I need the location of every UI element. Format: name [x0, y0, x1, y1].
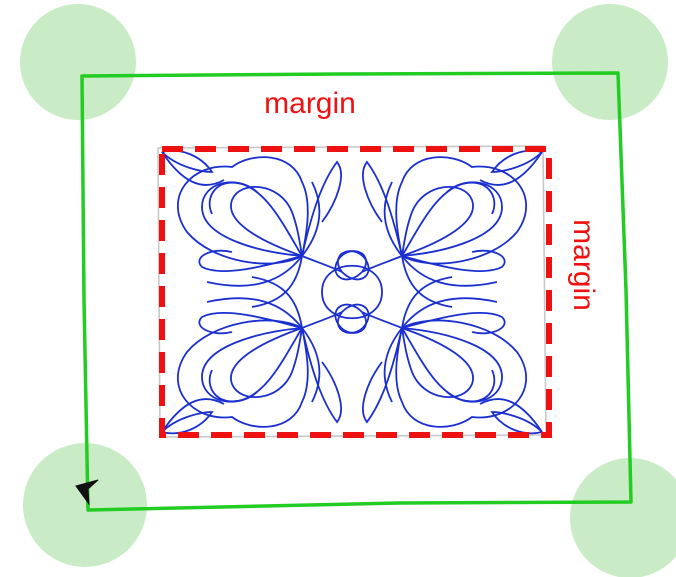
pattern-stroke	[210, 183, 302, 256]
pattern-center-knot	[322, 266, 382, 319]
corner-marker-bottom-right	[570, 458, 676, 577]
pattern-quadrant-2	[335, 151, 542, 307]
corner-marker-bottom-left	[23, 443, 147, 567]
pattern-border	[158, 146, 546, 437]
pattern-stroke	[210, 328, 302, 401]
top-margin-label: margin	[264, 87, 356, 120]
pattern-stroke	[402, 328, 473, 397]
pattern-stroke	[202, 328, 302, 402]
pattern-stroke	[402, 183, 494, 256]
pattern-quadrant-3	[162, 277, 369, 433]
pattern-stroke	[402, 328, 494, 401]
pattern-quadrant-1	[162, 151, 369, 307]
right-margin-label: margin	[567, 219, 600, 311]
quilting-pattern	[162, 151, 542, 434]
corner-marker-top-right	[552, 4, 668, 120]
pattern-stroke	[396, 320, 526, 426]
pattern-stroke	[231, 328, 302, 397]
pattern-quadrant-4	[335, 277, 542, 433]
pattern-stroke	[231, 187, 302, 256]
pattern-stroke	[202, 182, 302, 256]
pattern-stroke	[178, 157, 308, 263]
pattern-stroke	[402, 187, 473, 256]
pattern-stroke	[178, 320, 308, 426]
corner-marker-top-left	[20, 4, 136, 120]
pattern-stroke	[402, 182, 502, 256]
pattern-stroke	[402, 328, 502, 402]
pattern-stroke	[396, 157, 526, 263]
